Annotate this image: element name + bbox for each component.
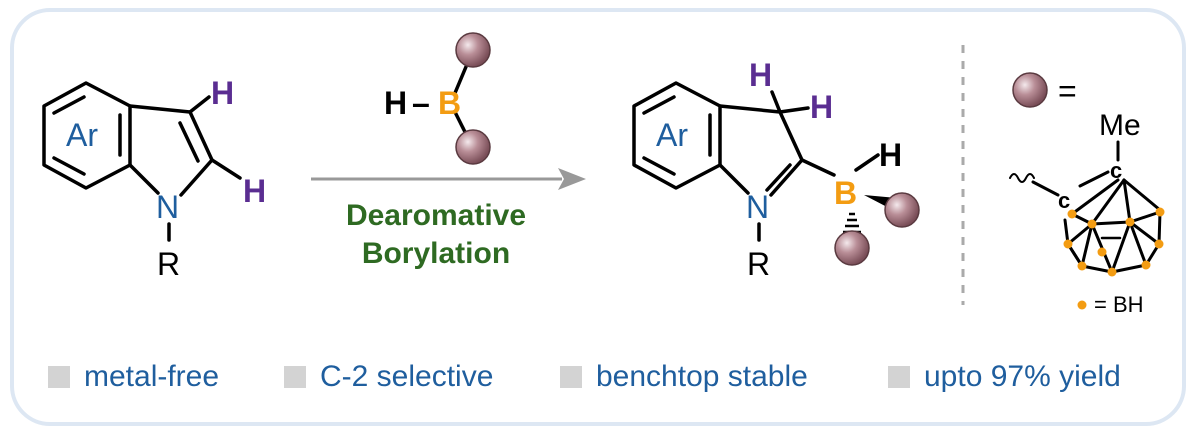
- product-indolenine: [632, 81, 880, 242]
- legend-equals: =: [1058, 73, 1077, 109]
- feature-list: metal-free C-2 selective benchtop stable…: [0, 352, 1200, 412]
- carborane-ball-icon: [1012, 72, 1048, 108]
- feature-label: C-2 selective: [320, 360, 494, 393]
- feature-label: benchtop stable: [596, 360, 808, 393]
- reactant-r-label: R: [157, 246, 180, 282]
- product-bh-label: H: [879, 137, 902, 173]
- product-ring-label: Ar: [656, 117, 688, 153]
- reagent-boron-label: B: [438, 85, 461, 121]
- legend-c2-label: c: [1110, 158, 1122, 183]
- carborane-ball-icon: [884, 192, 920, 228]
- scheme-frame: [10, 8, 1186, 426]
- carborane-cage: [1009, 140, 1162, 274]
- feature-item-yield: upto 97% yield: [888, 360, 1121, 394]
- product-boron-label: B: [834, 175, 857, 211]
- reaction-arrow: [311, 168, 586, 190]
- carborane-ball-icon: [455, 129, 491, 165]
- product-r-label: R: [747, 246, 770, 282]
- feature-bullet-icon: [284, 366, 306, 388]
- hash-bond: [843, 212, 861, 234]
- reaction-label-line2: Borylation: [362, 237, 510, 270]
- feature-bullet-icon: [560, 366, 582, 388]
- bh-legend-dot: [1077, 300, 1087, 310]
- carborane-ball-icon: [834, 230, 870, 266]
- product-h3a-label: H: [749, 57, 772, 93]
- feature-bullet-icon: [48, 366, 70, 388]
- carborane-ball-icon: [455, 32, 491, 68]
- reactant-ring-label: Ar: [66, 117, 98, 153]
- feature-item-benchtop-stable: benchtop stable: [560, 360, 808, 394]
- reactant-nitrogen-label: N: [156, 189, 179, 225]
- reagent-h-label: H: [384, 85, 407, 121]
- reactant-h3-label: H: [211, 75, 234, 111]
- bh-vertex-dots: [1063, 207, 1165, 277]
- reactant-h2-label: H: [243, 173, 266, 209]
- legend-c1-label: c: [1058, 188, 1070, 213]
- feature-item-c2-selective: C-2 selective: [284, 360, 493, 394]
- reaction-label-line1: Dearomative: [346, 199, 526, 232]
- product-h3b-label: H: [810, 89, 833, 125]
- reagent-dash: –: [412, 85, 430, 121]
- product-nitrogen-label: N: [746, 189, 769, 225]
- feature-item-metal-free: metal-free: [48, 360, 219, 394]
- feature-label: metal-free: [84, 360, 220, 393]
- legend-me-label: Me: [1099, 109, 1141, 142]
- legend-bh-label: = BH: [1094, 292, 1144, 317]
- reactant-indole: [42, 81, 242, 242]
- feature-bullet-icon: [888, 366, 910, 388]
- feature-label: upto 97% yield: [924, 360, 1121, 393]
